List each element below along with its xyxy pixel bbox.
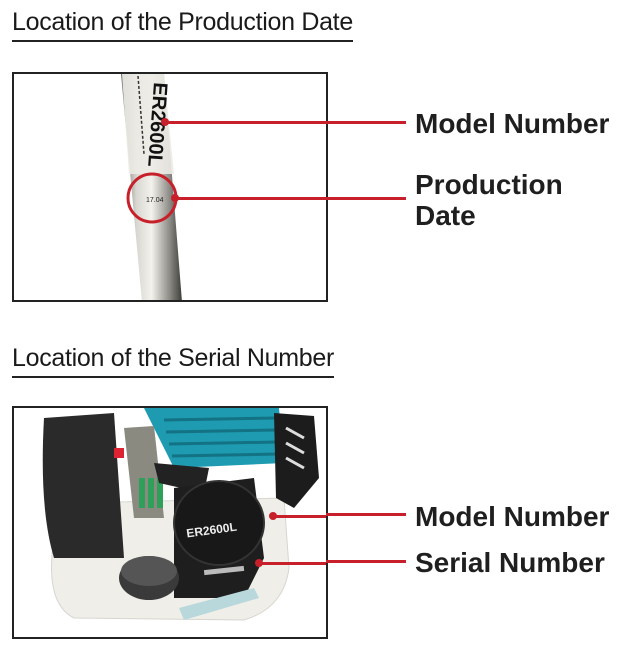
serial-number-leader [326,560,406,563]
model-number-label: Model Number [415,108,610,139]
shaft-photo: ER2600L 17.04 [12,72,328,302]
shaft-date-text: 17.04 [146,197,164,204]
model-number-leader [326,121,406,124]
engine-photo: ER2600L [12,406,328,639]
production-date-heading: Location of the Production Date [12,8,353,42]
production-date-label-line2: Date [415,200,476,231]
engine-model-text: ER2600L [185,520,237,541]
engine-model-number-label: Model Number [415,501,610,532]
serial-number-label: Serial Number [415,547,605,578]
engine-model-number-leader [326,513,406,516]
production-date-label-line1: Production [415,169,563,200]
serial-number-heading: Location of the Serial Number [12,344,334,378]
production-date-leader [326,197,406,200]
